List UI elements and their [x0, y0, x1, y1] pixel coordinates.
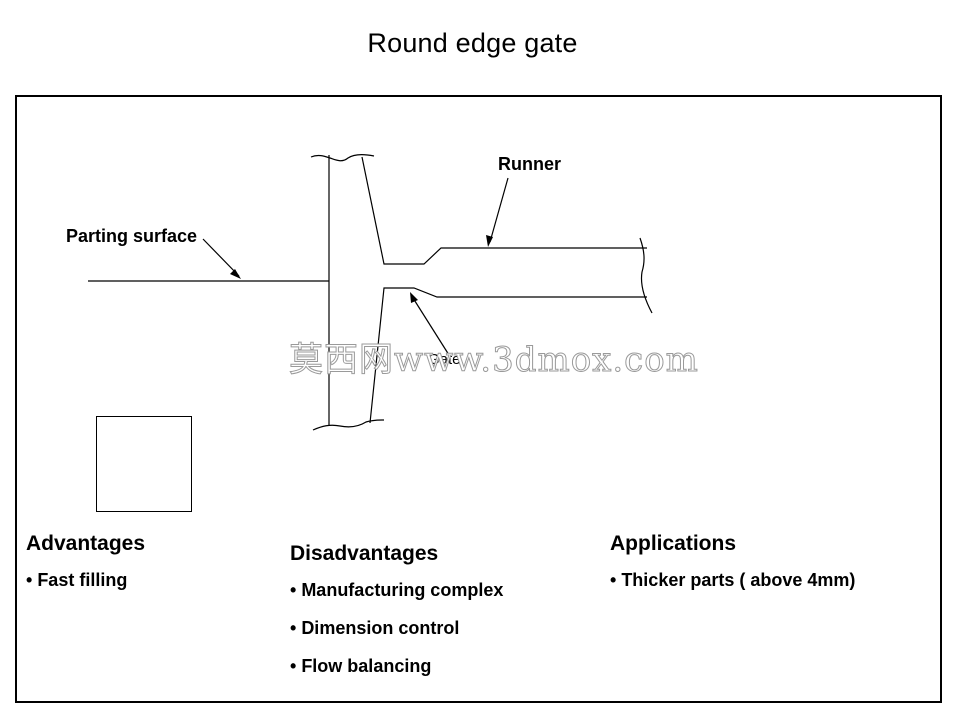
list-item-text: Thicker parts ( above 4mm) — [621, 570, 856, 590]
list-item: • Dimension control — [290, 618, 460, 638]
advantages-heading: Advantages — [26, 532, 146, 555]
watermark: 莫西网www.3dmox.com — [289, 340, 699, 380]
list-item-text: Manufacturing complex — [301, 580, 504, 600]
applications-list: • Thicker parts ( above 4mm) — [610, 570, 855, 590]
parting-surface-arrowhead — [230, 269, 241, 279]
parting-surface-label: Parting surface — [66, 226, 197, 246]
runner-end-break — [639, 237, 653, 314]
list-item-text: Fast filling — [37, 570, 128, 590]
runner-arrowhead — [486, 235, 493, 247]
advantages-list: • Fast filling — [26, 570, 145, 590]
list-item: • Thicker parts ( above 4mm) — [610, 570, 856, 590]
disadvantages-heading: Disadvantages — [290, 542, 439, 565]
disadvantages-list: • Manufacturing complex • Dimension cont… — [290, 580, 503, 676]
page-title: Round edge gate — [367, 28, 578, 58]
sample-box — [96, 416, 192, 512]
list-item: • Flow balancing — [290, 656, 432, 676]
lower-cavity-wall — [369, 287, 647, 424]
diagram-frame — [15, 95, 942, 703]
applications-heading: Applications — [610, 532, 737, 555]
gate-arrowhead — [410, 292, 418, 303]
upper-cavity-wall — [361, 156, 647, 265]
bottom-break-line — [312, 419, 385, 431]
gate-label: Gate — [428, 351, 461, 368]
advantages-column: Advantages • Fast filling — [26, 532, 145, 608]
runner-leader — [489, 177, 509, 243]
list-item-text: Dimension control — [301, 618, 460, 638]
list-item: • Fast filling — [26, 570, 128, 590]
top-break-line — [310, 154, 375, 162]
parting-surface-leader — [202, 238, 240, 277]
applications-column: Applications • Thicker parts ( above 4mm… — [610, 532, 855, 608]
runner-label: Runner — [498, 154, 561, 174]
list-item: • Manufacturing complex — [290, 580, 504, 600]
disadvantages-column: Disadvantages • Manufacturing complex • … — [290, 542, 503, 694]
list-item-text: Flow balancing — [301, 656, 432, 676]
gate-leader — [412, 297, 450, 356]
